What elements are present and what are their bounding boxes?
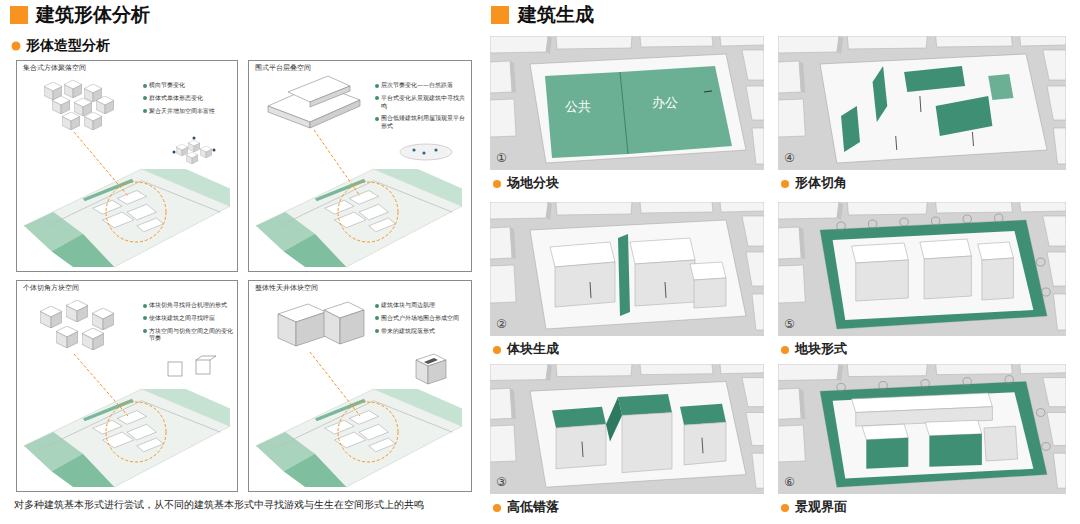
bullet-text: 带来的建筑院落形式 <box>381 327 465 335</box>
site-scene <box>778 364 1066 494</box>
bullet-dot <box>375 304 379 308</box>
caption-dot <box>781 180 789 188</box>
bullet-text: 聚合天井增加空间丰富性 <box>149 107 233 115</box>
bullet-text: 横向节奏变化 <box>149 81 233 89</box>
section-heading: 建筑生成 <box>518 3 594 26</box>
step-caption: 地块形式 <box>795 341 847 357</box>
sub-heading: 形体造型分析 <box>26 37 110 54</box>
generation-step: ⑤地块形式 <box>778 202 1066 362</box>
step-number: ④ <box>784 151 795 165</box>
bullet-dot <box>375 329 379 333</box>
step-number: ⑤ <box>784 317 795 331</box>
bullet-dot <box>143 84 147 88</box>
bullet-dot <box>375 96 379 100</box>
analysis-panel: 围式平台层叠空间层次节奏变化——自然跌落平台式变化从景观建筑中寻找共鸣围合低矮建… <box>248 60 472 272</box>
bullet-dot <box>143 109 147 113</box>
bullet-dot <box>143 316 147 320</box>
step-number: ② <box>496 317 507 331</box>
header-square <box>10 6 28 24</box>
zone-label: 公共 <box>565 99 591 115</box>
site-scene <box>490 36 764 170</box>
bullet-dot <box>375 316 379 320</box>
bullet-text: 围合式户外场地围合形成空间 <box>381 314 465 322</box>
generation-step: ⑥景观界面 <box>778 364 1066 520</box>
caption-dot <box>493 504 501 512</box>
bullet-text: 群体式单体形态变化 <box>149 94 233 102</box>
panel-title: 整体性天井体块空间 <box>255 285 318 293</box>
generation-step: ④形体切角 <box>778 36 1066 196</box>
sub-dot <box>12 42 21 51</box>
caption-dot <box>781 504 789 512</box>
analysis-panel: 个体切角方块空间体块切角寻找符合机理的形式使体块建筑之间寻找呼应方块空间与切角空… <box>16 280 238 492</box>
zone-label: 办公 <box>652 95 678 111</box>
bullet-text: 建筑体块与周边肌理 <box>381 301 465 309</box>
bullet-text: 体块切角寻找符合机理的形式 <box>149 301 233 309</box>
caption: 对多种建筑基本形式进行尝试，从不同的建筑基本形式中寻找游戏与生生在空间形式上的共… <box>14 499 424 511</box>
step-caption: 体块生成 <box>507 341 559 357</box>
bullet-text: 平台式变化从景观建筑中寻找共鸣 <box>381 94 465 110</box>
step-number: ⑥ <box>784 475 795 489</box>
step-number: ③ <box>496 475 507 489</box>
step-number: ① <box>496 151 507 165</box>
site-scene <box>490 364 764 494</box>
caption-dot <box>493 346 501 354</box>
generation-step: ③高低错落 <box>490 364 764 520</box>
panel-art <box>256 76 462 267</box>
bullet-dot <box>375 84 379 88</box>
bullet-dot <box>143 304 147 308</box>
step-caption: 高低错落 <box>507 499 559 515</box>
caption-dot <box>781 346 789 354</box>
caption-dot <box>493 180 501 188</box>
bullet-text: 层次节奏变化——自然跌落 <box>381 81 465 89</box>
panel-title: 集合式方体聚落空间 <box>23 65 86 73</box>
bullet-dot <box>143 96 147 100</box>
bullet-text: 使体块建筑之间寻找呼应 <box>149 314 233 322</box>
analysis-panel: 集合式方体聚落空间横向节奏变化群体式单体形态变化聚合天井增加空间丰富性 <box>16 60 238 272</box>
analysis-panel: 整体性天井体块空间建筑体块与周边肌理围合式户外场地围合形成空间带来的建筑院落形式 <box>248 280 472 492</box>
bullet-dot <box>375 117 379 121</box>
generation-step: ②体块生成 <box>490 202 764 362</box>
header-square <box>491 6 509 24</box>
site-scene <box>778 202 1066 336</box>
step-caption: 形体切角 <box>795 175 847 191</box>
step-caption: 景观界面 <box>795 499 847 515</box>
bullet-dot <box>143 329 147 333</box>
bullet-text: 围合低矮建筑利用屋顶观景平台形式 <box>381 114 465 130</box>
bullet-text: 方块空间与切角空间之间的变化节奏 <box>149 327 233 343</box>
step-caption: 场地分块 <box>507 175 559 191</box>
panel-title: 围式平台层叠空间 <box>255 65 311 73</box>
site-scene <box>778 36 1066 170</box>
generation-step: ①场地分块 <box>490 36 764 196</box>
section-heading: 建筑形体分析 <box>36 3 150 26</box>
site-scene <box>490 202 764 336</box>
panel-title: 个体切角方块空间 <box>23 285 79 293</box>
